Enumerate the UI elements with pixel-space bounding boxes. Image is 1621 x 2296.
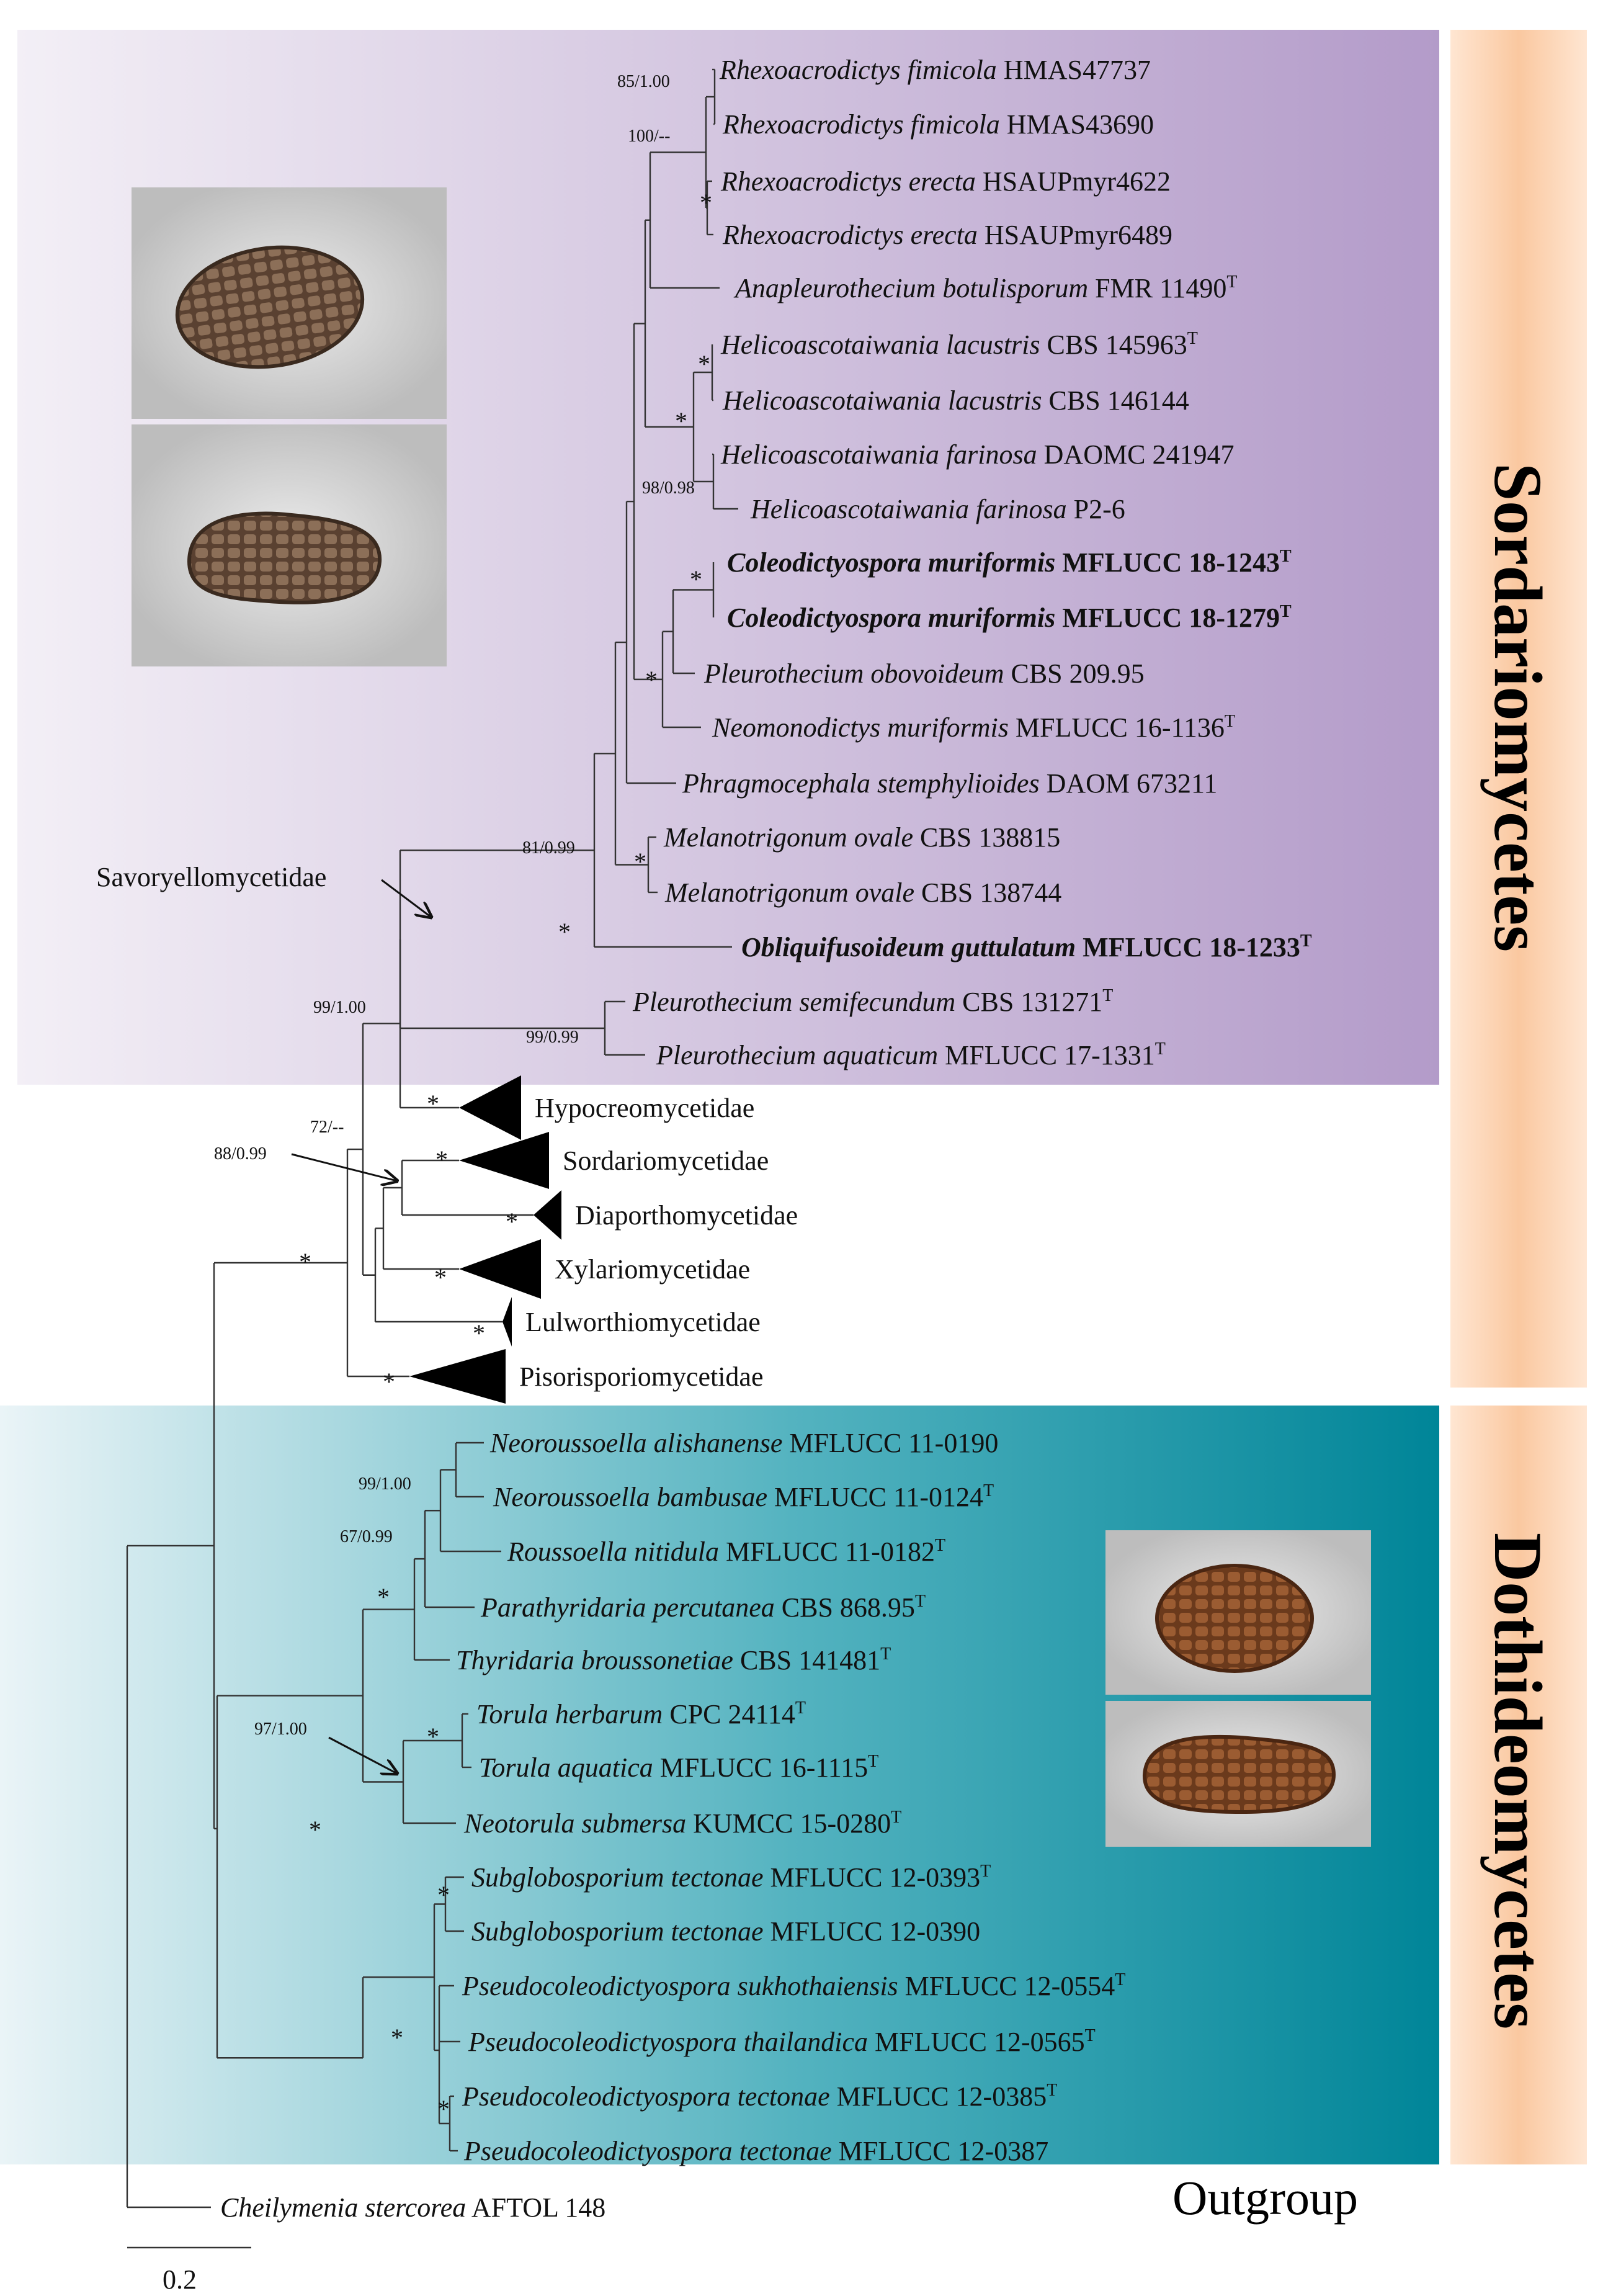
collapsed-clade-hypocreomycetidae bbox=[459, 1075, 521, 1140]
taxon-label: Neotorula submersa KUMCC 15-0280T bbox=[463, 1808, 901, 1839]
taxon-label: Subglobosporium tectonae MFLUCC 12-0390 bbox=[471, 1916, 980, 1947]
collapsed-clade-label: Lulworthiomycetidae bbox=[525, 1307, 761, 1337]
collapsed-clade-diaporthomycetidae bbox=[534, 1190, 561, 1240]
support-value: 85/1.00 bbox=[617, 72, 670, 91]
support-values: 85/1.00 100/-- * * * 98/0.98 * * 81/0.99 * * 99/1.0… bbox=[214, 72, 712, 2123]
spore-micrograph-top-2 bbox=[132, 424, 447, 666]
taxon-label: Helicoascotaiwania farinosa DAOMC 241947 bbox=[720, 439, 1234, 470]
support-value: 99/1.00 bbox=[359, 1474, 411, 1494]
support-value: 72/-- bbox=[310, 1118, 344, 1137]
support-value: * bbox=[377, 1583, 390, 1611]
taxon-label: Neomonodictys muriformis MFLUCC 16-1136T bbox=[712, 712, 1235, 743]
taxon-label: Rhexoacrodictys erecta HSAUPmyr6489 bbox=[722, 220, 1172, 250]
support-value: 100/-- bbox=[628, 127, 670, 146]
tree-branches bbox=[126, 68, 738, 2209]
support-value: * bbox=[645, 666, 658, 694]
taxon-label: Obliquifusoideum guttulatum MFLUCC 18-12… bbox=[741, 931, 1312, 962]
taxon-label: Helicoascotaiwania lacustris CBS 146144 bbox=[722, 385, 1189, 416]
support-value: * bbox=[434, 1263, 447, 1291]
taxon-label: Neoroussoella bambusae MFLUCC 11-0124T bbox=[493, 1481, 994, 1512]
scale-bar-label: 0.2 bbox=[163, 2264, 197, 2295]
taxon-label: Pseudocoleodictyospora sukhothaiensis MF… bbox=[462, 1970, 1125, 2001]
collapsed-clade-xylariomycetidae bbox=[459, 1239, 541, 1299]
taxon-label: Pseudocoleodictyospora tectonae MFLUCC 1… bbox=[463, 2136, 1048, 2166]
support-value: 98/0.98 bbox=[642, 478, 695, 498]
collapsed-clade-label: Sordariomycetidae bbox=[563, 1146, 769, 1176]
taxon-label: Parathyridaria percutanea CBS 868.95T bbox=[480, 1592, 926, 1623]
taxon-label: Helicoascotaiwania lacustris CBS 145963T bbox=[720, 329, 1198, 360]
support-value: 99/0.99 bbox=[526, 1028, 579, 1047]
collapsed-clades: HypocreomycetidaeSordariomycetidaeDiapor… bbox=[409, 1075, 798, 1404]
taxon-labels: Rhexoacrodictys fimicola HMAS47737Rhexoa… bbox=[220, 55, 1312, 2223]
dothideomycetes-label: Dothideomycetes bbox=[1480, 1533, 1556, 2029]
support-value: * bbox=[383, 1368, 395, 1396]
support-value: * bbox=[473, 1319, 485, 1347]
taxon-label: Coleodictyospora muriformis MFLUCC 18-12… bbox=[727, 547, 1292, 578]
taxon-label: Torula aquatica MFLUCC 16-1115T bbox=[479, 1752, 878, 1783]
taxon-label: Neoroussoella alishanense MFLUCC 11-0190 bbox=[489, 1428, 998, 1458]
taxon-label: Subglobosporium tectonae MFLUCC 12-0393T bbox=[471, 1862, 991, 1893]
taxon-label: Rhexoacrodictys fimicola HMAS43690 bbox=[722, 109, 1154, 140]
taxon-label: Roussoella nitidula MFLUCC 11-0182T bbox=[507, 1536, 945, 1567]
taxon-label: Melanotrigonum ovale CBS 138815 bbox=[663, 822, 1060, 853]
outgroup-label: Outgroup bbox=[1172, 2171, 1358, 2225]
collapsed-clade-sordariomycetidae bbox=[459, 1132, 549, 1189]
taxon-label: Rhexoacrodictys erecta HSAUPmyr4622 bbox=[720, 166, 1171, 197]
support-value: 97/1.00 bbox=[254, 1720, 307, 1739]
support-value: * bbox=[437, 1881, 450, 1909]
spore-micrograph-bottom-1 bbox=[1105, 1530, 1371, 1695]
support-value: * bbox=[309, 1816, 321, 1844]
collapsed-clade-label: Hypocreomycetidae bbox=[535, 1093, 754, 1123]
taxon-label: Pleurothecium obovoideum CBS 209.95 bbox=[703, 658, 1145, 689]
taxon-label: Pleurothecium semifecundum CBS 131271T bbox=[632, 986, 1113, 1017]
support-value: * bbox=[435, 1146, 448, 1173]
taxon-label: Phragmocephala stemphylioides DAOM 67321… bbox=[682, 768, 1217, 799]
support-value: * bbox=[675, 407, 687, 435]
taxon-label: Thyridaria broussonetiae CBS 141481T bbox=[456, 1644, 891, 1675]
support-value: * bbox=[427, 1723, 439, 1751]
support-value: 81/0.99 bbox=[522, 838, 575, 858]
spore-micrograph-top-1 bbox=[132, 187, 447, 419]
taxon-label: Cheilymenia stercorea AFTOL 148 bbox=[220, 2192, 605, 2223]
collapsed-clade-label: Xylariomycetidae bbox=[555, 1254, 750, 1285]
scale-bar: 0.2 bbox=[127, 2246, 251, 2295]
taxon-label: Melanotrigonum ovale CBS 138744 bbox=[664, 877, 1061, 908]
collapsed-clade-pisorisporiomycetidae bbox=[409, 1349, 506, 1404]
support-value: * bbox=[698, 350, 710, 378]
support-value: * bbox=[634, 848, 646, 876]
taxon-label: Anapleurothecium botulisporum FMR 11490T bbox=[733, 272, 1238, 303]
taxon-label: Pseudocoleodictyospora tectonae MFLUCC 1… bbox=[462, 2081, 1057, 2112]
spore-micrograph-bottom-2 bbox=[1105, 1701, 1371, 1847]
annotation-arrows bbox=[291, 879, 431, 1774]
support-value: * bbox=[437, 2095, 450, 2123]
sordariomycetes-label-bar bbox=[1450, 30, 1587, 1388]
collapsed-clade-label: Pisorisporiomycetidae bbox=[519, 1361, 764, 1392]
support-value: 67/0.99 bbox=[340, 1527, 393, 1546]
support-value: * bbox=[506, 1208, 518, 1235]
support-value: * bbox=[558, 918, 571, 946]
support-value: 99/1.00 bbox=[313, 998, 366, 1017]
sordariomycetes-label: Sordariomycetes bbox=[1480, 463, 1556, 952]
taxon-label: Pseudocoleodictyospora thailandica MFLUC… bbox=[468, 2026, 1096, 2057]
support-value: * bbox=[391, 2024, 403, 2052]
dothideomycetes-label-bar bbox=[1450, 1406, 1587, 2164]
support-value: * bbox=[700, 189, 712, 217]
support-value: * bbox=[427, 1090, 439, 1118]
taxon-label: Torula herbarum CPC 24114T bbox=[476, 1698, 806, 1729]
taxon-label: Rhexoacrodictys fimicola HMAS47737 bbox=[719, 55, 1151, 85]
support-value: * bbox=[690, 565, 702, 593]
collapsed-clade-lulworthiomycetidae bbox=[502, 1297, 512, 1347]
taxon-label: Helicoascotaiwania farinosa P2-6 bbox=[750, 494, 1125, 524]
savoryellomycetidae-label: Savoryellomycetidae bbox=[96, 862, 326, 892]
support-value: * bbox=[299, 1248, 311, 1276]
collapsed-clade-label: Diaporthomycetidae bbox=[575, 1200, 798, 1231]
taxon-label: Pleurothecium aquaticum MFLUCC 17-1331T bbox=[656, 1039, 1166, 1070]
support-value: 88/0.99 bbox=[214, 1144, 267, 1164]
taxon-label: Coleodictyospora muriformis MFLUCC 18-12… bbox=[727, 602, 1292, 633]
